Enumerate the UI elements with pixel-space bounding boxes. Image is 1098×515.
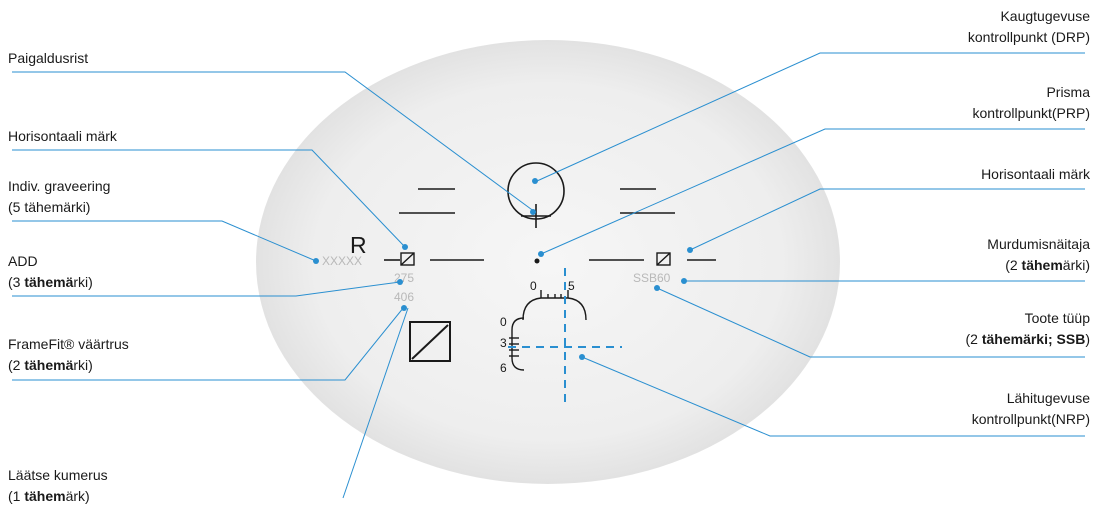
label-horisontaali-mark-left: Horisontaali märk	[8, 126, 117, 147]
scale-top-right: 5	[568, 279, 575, 293]
label-sub: (5 tähemärki)	[8, 199, 91, 215]
horizontal-dashes-top	[399, 188, 675, 214]
label-text: Murdumisnäitaja	[987, 236, 1090, 252]
scale-left-bottom: 6	[500, 361, 507, 375]
label-text: Paigaldusrist	[8, 50, 89, 66]
label-text: Kaugtugevuse	[1000, 8, 1090, 24]
label-text: Lähitugevuse	[1006, 390, 1090, 406]
horizontal-mark-right-icon	[656, 252, 671, 266]
label-laatse-kumerus: Läätse kumerus (1 tähemärk)	[8, 465, 108, 507]
label-text: Prisma	[1046, 84, 1090, 100]
label-prp: Prisma kontrollpunkt(PRP)	[973, 82, 1091, 124]
label-sub: (2 tähemärki)	[1005, 257, 1090, 273]
scale-top-left: 0	[530, 279, 537, 293]
label-horisontaali-mark-right: Horisontaali märk	[981, 164, 1090, 185]
label-sub: (2 tähemärki; SSB)	[965, 331, 1090, 347]
engraving-placeholder: XXXXX	[322, 254, 362, 268]
drp-circle	[507, 162, 565, 228]
label-sub: (3 tähemärki)	[8, 274, 93, 290]
lens-curvature-icon	[409, 321, 451, 362]
horizontal-mark-left-icon	[400, 252, 415, 266]
scale-left-top: 0	[500, 315, 507, 329]
label-toote-tuup: Toote tüüp (2 tähemärki; SSB)	[965, 308, 1090, 350]
label-text: Horisontaali märk	[8, 128, 117, 144]
label-add: ADD (3 tähemärki)	[8, 251, 93, 293]
label-framefit: FrameFit® väärtrus (2 tähemärki)	[8, 334, 129, 376]
product-code: SSB60	[633, 271, 671, 285]
lens-body	[256, 40, 840, 484]
top-scale	[522, 290, 587, 321]
nrp-crosshair	[508, 268, 622, 402]
label-drp: Kaugtugevuse kontrollpunkt (DRP)	[968, 6, 1090, 48]
label-text: kontrollpunkt(NRP)	[971, 411, 1090, 427]
lens-letter: R	[350, 232, 367, 258]
leader-dots	[313, 178, 693, 360]
label-text: kontrollpunkt(PRP)	[972, 105, 1091, 121]
label-text: Toote tüüp	[1024, 310, 1090, 326]
label-indiv-graveering: Indiv. graveering (5 tähemärki)	[8, 176, 110, 218]
prp-dot	[534, 258, 540, 264]
label-text: Horisontaali märk	[981, 166, 1090, 182]
framefit-value: 406	[394, 290, 414, 304]
label-text: Läätse kumerus	[8, 467, 108, 483]
label-sub: (2 tähemärki)	[8, 357, 93, 373]
label-paigaldusrist: Paigaldusrist	[8, 48, 88, 69]
scale-left-mid: 3	[500, 336, 507, 350]
left-scale	[509, 317, 525, 371]
label-nrp: Lähitugevuse kontrollpunkt(NRP)	[972, 388, 1090, 430]
label-text: FrameFit® väärtrus	[8, 336, 129, 352]
label-sub: (1 tähemärk)	[8, 488, 90, 504]
leader-lines	[12, 52, 1085, 499]
label-murdumisnaitaja: Murdumisnäitaja (2 tähemärki)	[987, 234, 1090, 276]
label-text: Indiv. graveering	[8, 178, 111, 194]
label-text: kontrollpunkt (DRP)	[967, 29, 1090, 45]
label-text: ADD	[8, 253, 38, 269]
